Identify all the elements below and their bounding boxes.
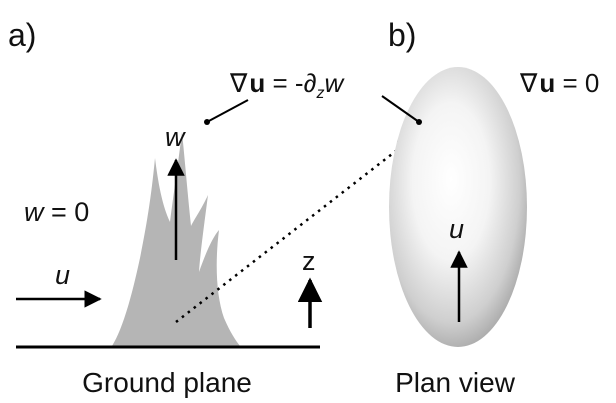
panel-b-label: b): [388, 17, 416, 53]
pointer-dot-left: [204, 119, 210, 125]
u-arrow-label-b: u: [449, 214, 464, 244]
divergence-zero-equation: ∇u = 0: [519, 68, 599, 98]
panel-a-label: a): [8, 17, 36, 53]
caption-plan-view: Plan view: [395, 367, 516, 398]
w-zero-label: w = 0: [24, 197, 89, 227]
plan-view-ellipse: [389, 67, 527, 347]
divergence-equation: ∇u = -∂zw: [229, 68, 345, 102]
pointer-line-left: [206, 99, 249, 123]
u-arrow-label-a: u: [55, 260, 70, 290]
pointer-line-right: [381, 95, 420, 123]
caption-ground-plane: Ground plane: [82, 367, 252, 398]
z-axis-label: z: [302, 246, 316, 276]
w-axis-label: w: [165, 122, 186, 152]
pointer-dot-right: [416, 119, 422, 125]
